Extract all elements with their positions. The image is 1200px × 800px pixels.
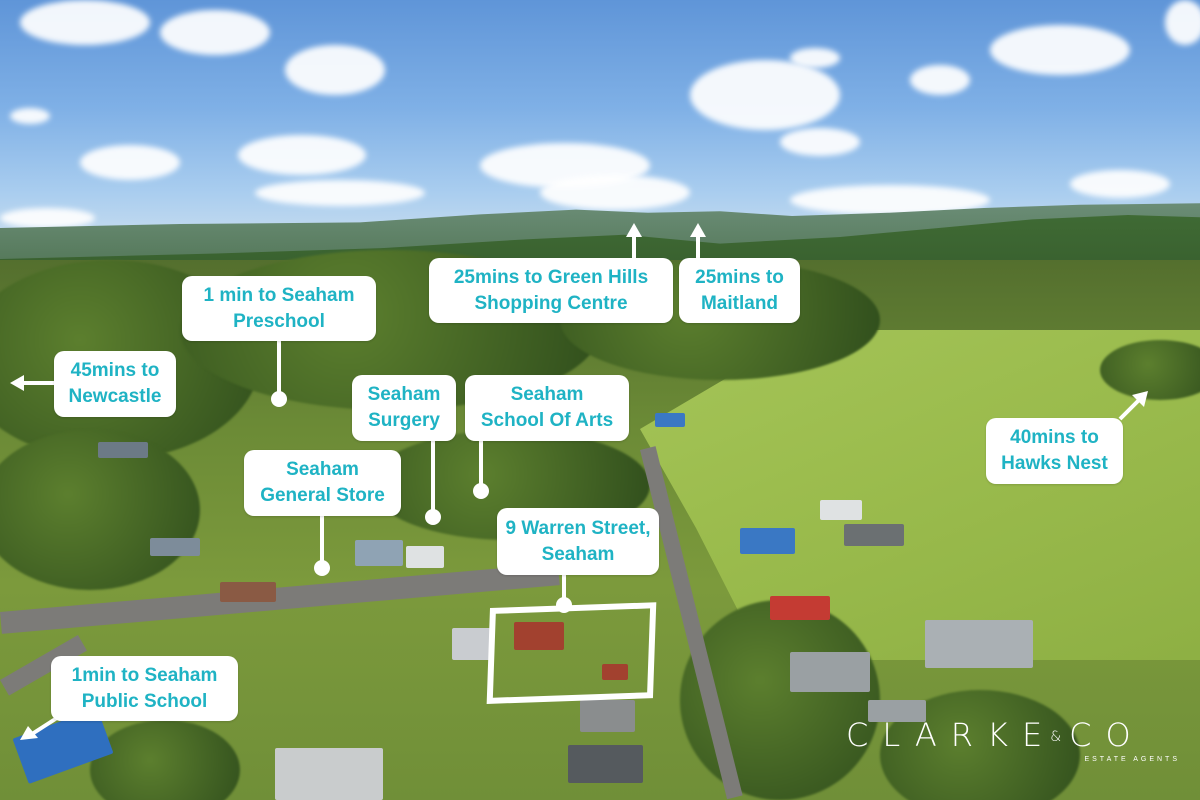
cloud: [80, 145, 180, 180]
label-line: 25mins to Green Hills: [453, 266, 649, 288]
agency-ampersand: &: [1050, 729, 1062, 745]
label-green-hills: 25mins to Green Hills Shopping Centre: [429, 258, 673, 323]
label-line: Surgery: [368, 410, 440, 431]
house-roof: [790, 652, 870, 692]
label-line: General Store: [260, 485, 385, 506]
house-roof: [655, 413, 685, 427]
label-line: Seaham: [541, 543, 615, 565]
property-boundary-outline: [486, 602, 657, 704]
cloud: [238, 135, 366, 175]
label-line: 25mins to: [695, 266, 784, 288]
cloud: [990, 25, 1130, 75]
label-line: Seaham: [367, 384, 441, 405]
agency-name-left: CLARKE: [846, 716, 1057, 754]
school-of-arts-marker-dot: [473, 483, 489, 499]
school-of-arts-connector: [479, 440, 483, 490]
cloud: [0, 208, 95, 228]
label-line: 45mins to: [70, 360, 160, 381]
house-roof: [602, 664, 628, 680]
cloud: [255, 180, 425, 206]
house-roof: [514, 622, 564, 650]
agency-name: CLARKE&CO: [846, 718, 1186, 754]
cloud: [20, 0, 150, 45]
arrow-up-icon: [690, 223, 706, 261]
preschool-marker-dot: [271, 391, 287, 407]
general-store-connector: [320, 515, 324, 570]
cloud: [780, 128, 860, 156]
cloud: [1070, 170, 1170, 198]
label-line: 40mins to: [1010, 427, 1099, 448]
label-newcastle: 45mins to Newcastle: [54, 351, 176, 417]
label-line: Shopping Centre: [474, 292, 628, 314]
label-line: Seaham: [510, 384, 584, 405]
label-line: Preschool: [233, 310, 325, 332]
house-roof: [98, 442, 148, 458]
arrow-left-icon: [10, 375, 64, 391]
label-line: 1 min to Seaham: [203, 284, 355, 306]
property-marker-dot: [556, 597, 572, 613]
cloud: [285, 45, 385, 95]
label-property-address: 9 Warren Street, Seaham: [497, 508, 659, 575]
agency-logo: CLARKE&CO ESTATE AGENTS: [846, 718, 1186, 763]
house-roof: [452, 628, 492, 660]
house-roof: [868, 700, 926, 722]
house-roof: [770, 596, 830, 620]
trees: [1100, 340, 1200, 400]
label-line: 9 Warren Street,: [505, 517, 651, 539]
house-roof: [580, 700, 635, 732]
arrow-up-right-icon: [1118, 391, 1148, 421]
preschool-connector: [277, 340, 281, 398]
cloud: [160, 10, 270, 55]
label-surgery: Seaham Surgery: [352, 375, 456, 441]
label-public-school: 1min to Seaham Public School: [51, 656, 238, 721]
label-preschool: 1 min to Seaham Preschool: [182, 276, 376, 341]
label-school-of-arts: Seaham School Of Arts: [465, 375, 629, 441]
cloud: [790, 48, 840, 68]
house-roof: [150, 538, 200, 556]
label-line: School Of Arts: [480, 410, 614, 431]
label-general-store: Seaham General Store: [244, 450, 401, 516]
cloud: [1165, 0, 1200, 45]
trees: [90, 720, 240, 800]
house-roof: [568, 745, 643, 783]
label-line: Public School: [81, 690, 208, 712]
house-roof: [820, 500, 862, 520]
label-line: Seaham: [286, 459, 359, 480]
label-maitland: 25mins to Maitland: [679, 258, 800, 323]
arrow-up-icon: [626, 223, 642, 261]
label-hawks-nest: 40mins to Hawks Nest: [986, 418, 1123, 484]
surgery-connector: [431, 440, 435, 518]
agency-tagline: ESTATE AGENTS: [1084, 756, 1180, 763]
cloud: [690, 60, 840, 130]
agency-name-right: CO: [1069, 716, 1145, 754]
cloud: [10, 108, 50, 124]
house-roof: [355, 540, 403, 566]
label-line: Maitland: [700, 292, 779, 314]
label-line: Newcastle: [68, 386, 162, 407]
cloud: [540, 175, 690, 210]
cloud: [910, 65, 970, 95]
label-line: 1min to Seaham: [71, 664, 218, 686]
house-roof: [275, 748, 383, 800]
house-roof: [406, 546, 444, 568]
general-store-marker-dot: [314, 560, 330, 576]
house-roof: [925, 620, 1033, 668]
house-roof: [220, 582, 276, 602]
house-roof: [740, 528, 795, 554]
house-roof: [844, 524, 904, 546]
label-line: Hawks Nest: [1001, 453, 1108, 474]
property-connector: [562, 574, 566, 606]
surgery-marker-dot: [425, 509, 441, 525]
